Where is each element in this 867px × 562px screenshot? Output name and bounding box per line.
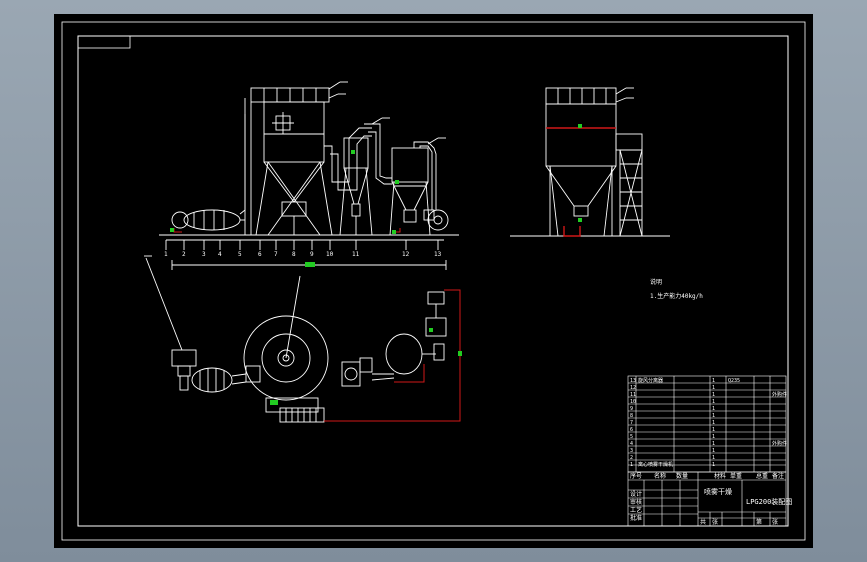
parts-list-cell-qty: 1 <box>712 462 715 468</box>
header-cell: 数量 <box>676 472 688 480</box>
parts-list-cell-qty: 1 <box>712 420 715 426</box>
cad-drawing-canvas: 1 2 3 4 5 6 7 8 9 10 11 12 13 <box>61 21 806 541</box>
sheet-info: 张 <box>772 518 778 526</box>
parts-list-cell-no: 1 <box>630 462 633 468</box>
parts-list-cell-qty: 1 <box>712 406 715 412</box>
leader-number: 7 <box>274 251 278 258</box>
parts-list-cell-qty: 1 <box>712 413 715 419</box>
leader-number: 4 <box>218 251 222 258</box>
parts-list-cell-no: 7 <box>630 420 633 426</box>
sheet-info: 共 <box>700 518 706 526</box>
leader-number: 8 <box>292 251 296 258</box>
drawing-code: LPG200装配图 <box>746 497 792 506</box>
sheet-info: 张 <box>712 518 718 526</box>
inner-frame <box>77 35 789 527</box>
parts-list-cell-qty: 1 <box>712 385 715 391</box>
cad-model-viewport[interactable]: 1 2 3 4 5 6 7 8 9 10 11 12 13 <box>54 14 813 548</box>
parts-list-cell-qty: 1 <box>712 448 715 454</box>
parts-list-cell-mat: Q235 <box>728 378 740 384</box>
sign-row: 批准 <box>630 514 642 522</box>
title-block-text: 序号 名称 数量 材料 单重 总重 备注 喷雾干燥 LPG200装配图 设计 审… <box>630 472 792 526</box>
parts-list-cell-qty: 1 <box>712 455 715 461</box>
outer-frame <box>61 21 806 541</box>
sign-row: 工艺 <box>630 506 642 514</box>
leader-number: 12 <box>402 251 410 258</box>
parts-list-cell-no: 10 <box>630 399 636 405</box>
front-green-markers <box>170 150 399 267</box>
side-green-markers <box>578 124 582 222</box>
parts-list-cell-note: 外购件 <box>772 440 787 447</box>
parts-list-cell-qty: 1 <box>712 441 715 447</box>
parts-list-cell-no: 8 <box>630 413 633 419</box>
parts-list-cell-qty: 1 <box>712 392 715 398</box>
leader-number: 13 <box>434 251 442 258</box>
parts-list-cell-name: 旋风分离器 <box>638 377 663 384</box>
parts-list-cell-note: 外购件 <box>772 391 787 398</box>
leader-number: 11 <box>352 251 360 258</box>
header-cell: 单重 <box>730 472 742 480</box>
parts-list-cell-no: 2 <box>630 455 633 461</box>
leader-number: 2 <box>182 251 186 258</box>
plan-green-markers <box>270 328 462 405</box>
parts-list-cell-no: 4 <box>630 441 633 447</box>
sign-row: 设计 <box>630 490 642 498</box>
leader-number: 3 <box>202 251 206 258</box>
parts-list-cell-no: 6 <box>630 427 633 433</box>
side-elevation-view <box>510 87 670 237</box>
header-cell: 备注 <box>772 472 784 480</box>
parts-list-cell-no: 9 <box>630 406 633 412</box>
leader-number: 6 <box>258 251 262 258</box>
header-cell: 总重 <box>756 472 768 480</box>
sheet-info: 第 <box>756 518 762 526</box>
drawing-name: 喷雾干燥 <box>704 487 732 496</box>
leader-number: 10 <box>326 251 334 258</box>
leader-number: 1 <box>164 251 168 258</box>
parts-list-cell-qty: 1 <box>712 434 715 440</box>
leader-number: 9 <box>310 251 314 258</box>
header-cell: 序号 <box>630 472 642 480</box>
plan-red-pipes <box>324 289 461 422</box>
plan-view <box>144 255 447 423</box>
parts-list-cell-no: 13 <box>630 378 636 384</box>
parts-list-cell-no: 12 <box>630 385 636 391</box>
front-leader-labels: 1 2 3 4 5 6 7 8 9 10 11 12 13 <box>164 251 442 258</box>
parts-list-cell-no: 11 <box>630 392 636 398</box>
parts-list-cell-qty: 1 <box>712 427 715 433</box>
notes-line: 1.生产能力40kg/h <box>650 292 703 300</box>
front-elevation-view <box>159 81 459 270</box>
parts-list-cell-no: 3 <box>630 448 633 454</box>
parts-list-cell-name: 离心喷雾干燥机 <box>638 461 673 468</box>
parts-list-table <box>627 375 787 473</box>
sign-row: 审核 <box>630 498 642 506</box>
title-block <box>627 471 787 527</box>
notes-heading: 说明 <box>650 278 662 286</box>
header-cell: 材料 <box>714 472 726 480</box>
parts-list-cell-no: 5 <box>630 434 633 440</box>
parts-list-cell-qty: 1 <box>712 399 715 405</box>
code-box <box>77 35 131 49</box>
leader-number: 5 <box>238 251 242 258</box>
header-cell: 名称 <box>654 472 666 480</box>
parts-list-cell-qty: 1 <box>712 378 715 384</box>
